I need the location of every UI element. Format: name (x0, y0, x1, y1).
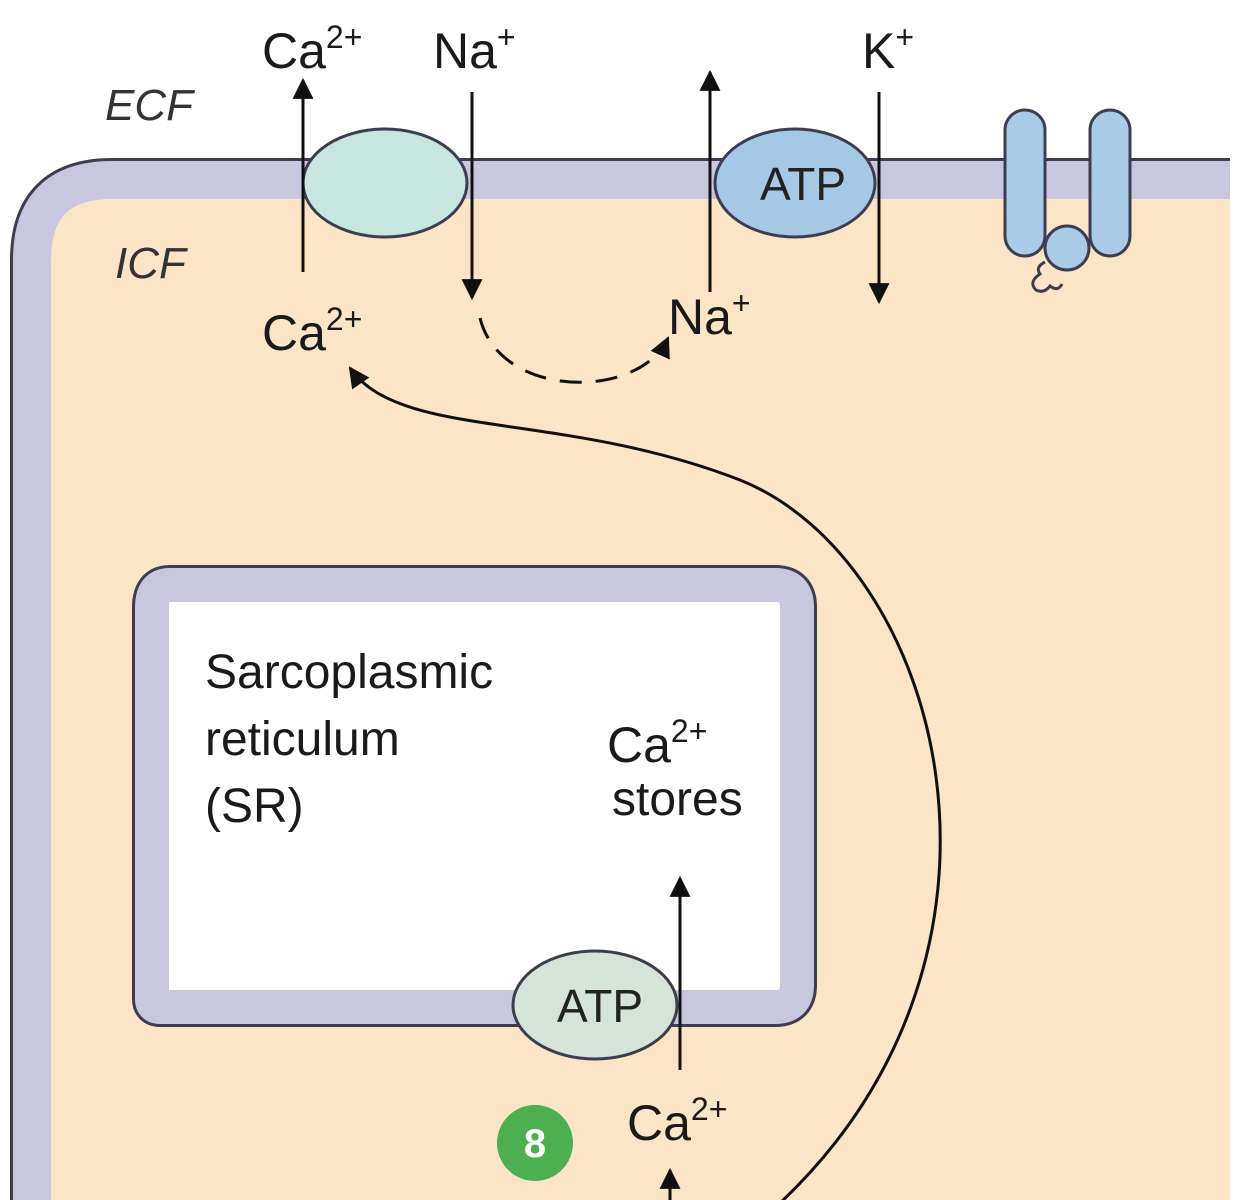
ca-cytosolic-path-arrow (348, 366, 942, 1200)
ca-stores-ion-label: Ca2+ (607, 713, 707, 773)
na-ca-exchanger (301, 127, 469, 239)
ecf-label: ECF (105, 81, 195, 130)
seven-transmembrane-receptor-icon (1003, 108, 1132, 293)
step-badge-number: 8 (524, 1122, 546, 1166)
sr-label-line2: reticulum (205, 713, 400, 766)
sr-label-line1: Sarcoplasmic (205, 646, 493, 699)
atp-sr-label: ATP (557, 980, 643, 1032)
ca-intracellular-label: Ca2+ (262, 301, 362, 361)
na-k-atpase (713, 127, 877, 239)
ca-bottom-label: Ca2+ (627, 1091, 727, 1151)
ca-stores-label: stores (612, 773, 743, 826)
step-badge (497, 1105, 573, 1181)
na-intracellular-label: Na+ (668, 285, 751, 345)
sr-label-line3: (SR) (205, 780, 304, 833)
icf-label: ICF (115, 239, 188, 288)
na-recycle-dashed-arrow (478, 317, 670, 384)
k-extracellular-label: K+ (862, 19, 914, 79)
serca-pump (511, 949, 679, 1061)
sr-lumen (170, 604, 778, 988)
na-extracellular-label: Na+ (433, 19, 516, 79)
ca-extracellular-label: Ca2+ (262, 19, 362, 79)
sarcolemma-fill (13, 161, 1230, 1200)
atp-pump-label: ATP (760, 158, 846, 210)
